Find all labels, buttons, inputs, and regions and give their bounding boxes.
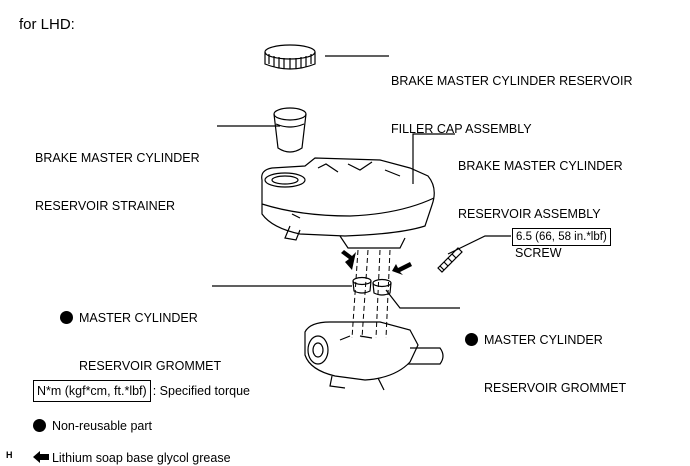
grommet-left-label: MASTER CYLINDER RESERVOIR GROMMET	[60, 278, 221, 390]
page-title: for LHD:	[19, 16, 75, 33]
grease-arrow-left	[341, 250, 356, 270]
legend-torque-text: : Specified torque	[152, 384, 250, 398]
filler-cap-label: BRAKE MASTER CYLINDER RESERVOIR FILLER C…	[391, 41, 633, 153]
leader-screw	[447, 235, 511, 255]
legend-non-reusable: Non-reusable part	[26, 402, 152, 434]
non-reusable-dot-icon	[465, 333, 478, 346]
screw-torque-spec: 6.5 (66, 58 in.*lbf)	[512, 228, 611, 246]
grommet-left-label-line1: MASTER CYLINDER	[79, 311, 198, 325]
legend-torque: N*m (kgf*cm, ft.*lbf): Specified torque	[26, 364, 250, 402]
legend-grease-text: Lithium soap base glycol grease	[51, 451, 231, 465]
image-code: H	[6, 450, 13, 460]
legend-non-reusable-text: Non-reusable part	[51, 419, 153, 433]
strainer-label-line1: BRAKE MASTER CYLINDER	[35, 151, 200, 165]
grommet-left-shape	[352, 276, 372, 294]
filler-cap-label-line1: BRAKE MASTER CYLINDER RESERVOIR	[391, 74, 633, 88]
reservoir-label-line2: RESERVOIR ASSEMBLY	[458, 207, 601, 221]
reservoir-label: BRAKE MASTER CYLINDER RESERVOIR ASSEMBLY	[458, 126, 623, 238]
legend-grease: Lithium soap base glycol grease	[26, 434, 231, 466]
reservoir-shape	[261, 157, 435, 249]
filler-cap-shape	[264, 44, 316, 70]
leader-reservoir	[412, 133, 455, 184]
non-reusable-dot-icon	[60, 311, 73, 324]
screw-label: SCREW	[515, 246, 562, 260]
reservoir-label-line1: BRAKE MASTER CYLINDER	[458, 159, 623, 173]
strainer-shape	[273, 107, 307, 153]
master-cylinder-shape	[304, 321, 444, 391]
grommet-right-label-line2: RESERVOIR GROMMET	[484, 381, 627, 395]
strainer-label: BRAKE MASTER CYLINDER RESERVOIR STRAINER	[35, 118, 200, 230]
legend-torque-units: N*m (kgf*cm, ft.*lbf)	[32, 380, 151, 402]
strainer-label-line2: RESERVOIR STRAINER	[35, 199, 176, 213]
non-reusable-dot-icon	[32, 419, 46, 432]
grommet-right-label-line1: MASTER CYLINDER	[484, 333, 603, 347]
leader-grommet-right	[385, 289, 460, 309]
grease-arrow-right	[392, 262, 412, 275]
grommet-right-shape	[372, 278, 392, 296]
filler-cap-label-line2: FILLER CAP ASSEMBLY	[391, 122, 532, 136]
grommet-left-label-line2: RESERVOIR GROMMET	[79, 359, 222, 373]
grommet-right-label: MASTER CYLINDER RESERVOIR GROMMET	[465, 300, 626, 412]
grease-arrow-icon	[32, 451, 49, 463]
screw-shape	[437, 247, 463, 273]
